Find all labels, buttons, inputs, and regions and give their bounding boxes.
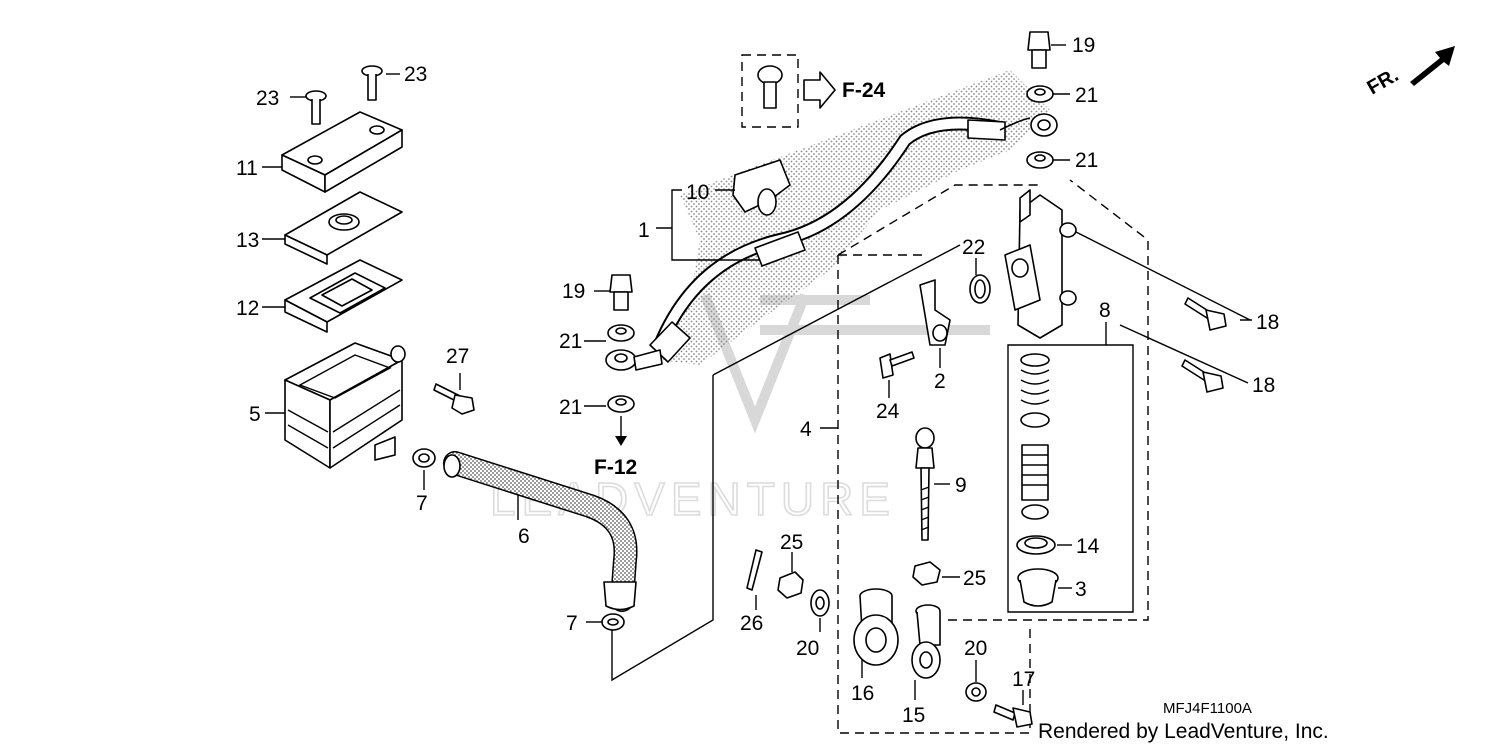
diagram-code: MFJ4F1100A [1163, 700, 1252, 717]
callout-21c: 21 [1075, 84, 1098, 107]
callout-19a: 19 [562, 280, 585, 303]
callout-2: 2 [934, 370, 946, 393]
bolt-27 [433, 383, 475, 415]
direction-label: FR. [1364, 64, 1403, 99]
clip-7a [412, 448, 436, 468]
leader-lines [262, 44, 1252, 705]
callout-15: 15 [902, 704, 925, 727]
callout-24: 24 [876, 400, 900, 423]
reservoir-hose [443, 451, 638, 612]
piston-spring [1020, 353, 1050, 520]
reference-f12: F-12 [594, 456, 637, 479]
callout-12: 12 [236, 297, 259, 320]
reservoir-cap [281, 111, 403, 193]
washer-20b [965, 682, 987, 702]
callout-20b: 20 [964, 637, 987, 660]
f12-arrow-icon [615, 416, 627, 446]
callout-9: 9 [955, 474, 967, 497]
cotter-pin-26 [746, 549, 763, 591]
callout-10: 10 [686, 181, 709, 204]
callout-13: 13 [236, 229, 259, 252]
boot-3 [1017, 568, 1059, 607]
callout-21b: 21 [559, 396, 582, 419]
screw-24 [879, 351, 915, 379]
callout-8: 8 [1099, 299, 1111, 322]
callout-14: 14 [1076, 535, 1100, 558]
joint-2 [919, 279, 951, 346]
washer-21b [607, 395, 635, 413]
reservoir-diaphragm [284, 259, 403, 333]
reference-f24: F-24 [842, 79, 886, 102]
callout-27: 27 [446, 345, 469, 368]
callout-26: 26 [740, 612, 763, 635]
nut-25a [777, 571, 804, 599]
callout-23a: 23 [256, 87, 279, 110]
f24-rivet [757, 65, 783, 109]
callout-25a: 25 [780, 531, 803, 554]
callout-23b: 23 [404, 63, 427, 86]
callout-7b: 7 [566, 612, 578, 635]
washer-21a [607, 324, 635, 342]
nut-25b [912, 561, 941, 586]
credit-text: Rendered by LeadVenture, Inc. [1038, 720, 1329, 743]
callout-20a: 20 [796, 637, 819, 660]
callout-22: 22 [962, 236, 985, 259]
callout-25b: 25 [963, 567, 986, 590]
callout-labels: 1 2 3 4 5 6 7 7 8 9 10 11 12 13 14 15 16… [236, 34, 1279, 727]
screw-23b [361, 65, 383, 101]
o-ring-22 [969, 274, 991, 304]
banjo-bolt-19a [609, 274, 633, 311]
callout-18b: 18 [1252, 374, 1275, 397]
callout-1: 1 [638, 219, 650, 242]
callout-11: 11 [236, 157, 258, 180]
hose-clamp [732, 159, 791, 216]
callout-7a: 7 [416, 492, 428, 515]
washer-21c [1026, 85, 1054, 103]
reservoir-plate [284, 191, 403, 265]
reservoir-tank [284, 342, 406, 469]
bolt-18b [1181, 359, 1224, 393]
washer-21d [1026, 151, 1054, 169]
push-rod-9 [915, 427, 935, 541]
master-cylinder-body [1004, 189, 1077, 339]
callout-21d: 21 [1075, 149, 1098, 172]
joint-15 [911, 604, 941, 679]
callout-18a: 18 [1256, 311, 1279, 334]
callout-6: 6 [518, 525, 530, 548]
bolt-18a [1184, 297, 1227, 331]
washer-20a [810, 589, 830, 617]
hose-eye-left [605, 349, 663, 371]
brake-hose [649, 113, 1058, 363]
callout-16: 16 [851, 682, 874, 705]
callout-3: 3 [1075, 578, 1087, 601]
callout-5: 5 [249, 403, 261, 426]
callout-17: 17 [1012, 668, 1035, 691]
clip-7b [601, 613, 625, 631]
hose-shadow-band [660, 70, 1050, 365]
bolt-17 [993, 704, 1033, 728]
assembly-outlines [611, 54, 1149, 734]
callout-21a: 21 [559, 330, 582, 353]
circlip-14 [1016, 535, 1056, 555]
callout-4: 4 [800, 418, 812, 441]
f24-arrow-icon [803, 71, 836, 109]
callout-19b: 19 [1072, 34, 1095, 57]
front-direction-arrow-icon [1410, 46, 1455, 86]
screw-23a [305, 90, 327, 125]
joint-16 [853, 588, 899, 666]
banjo-bolt-19b [1027, 31, 1051, 69]
